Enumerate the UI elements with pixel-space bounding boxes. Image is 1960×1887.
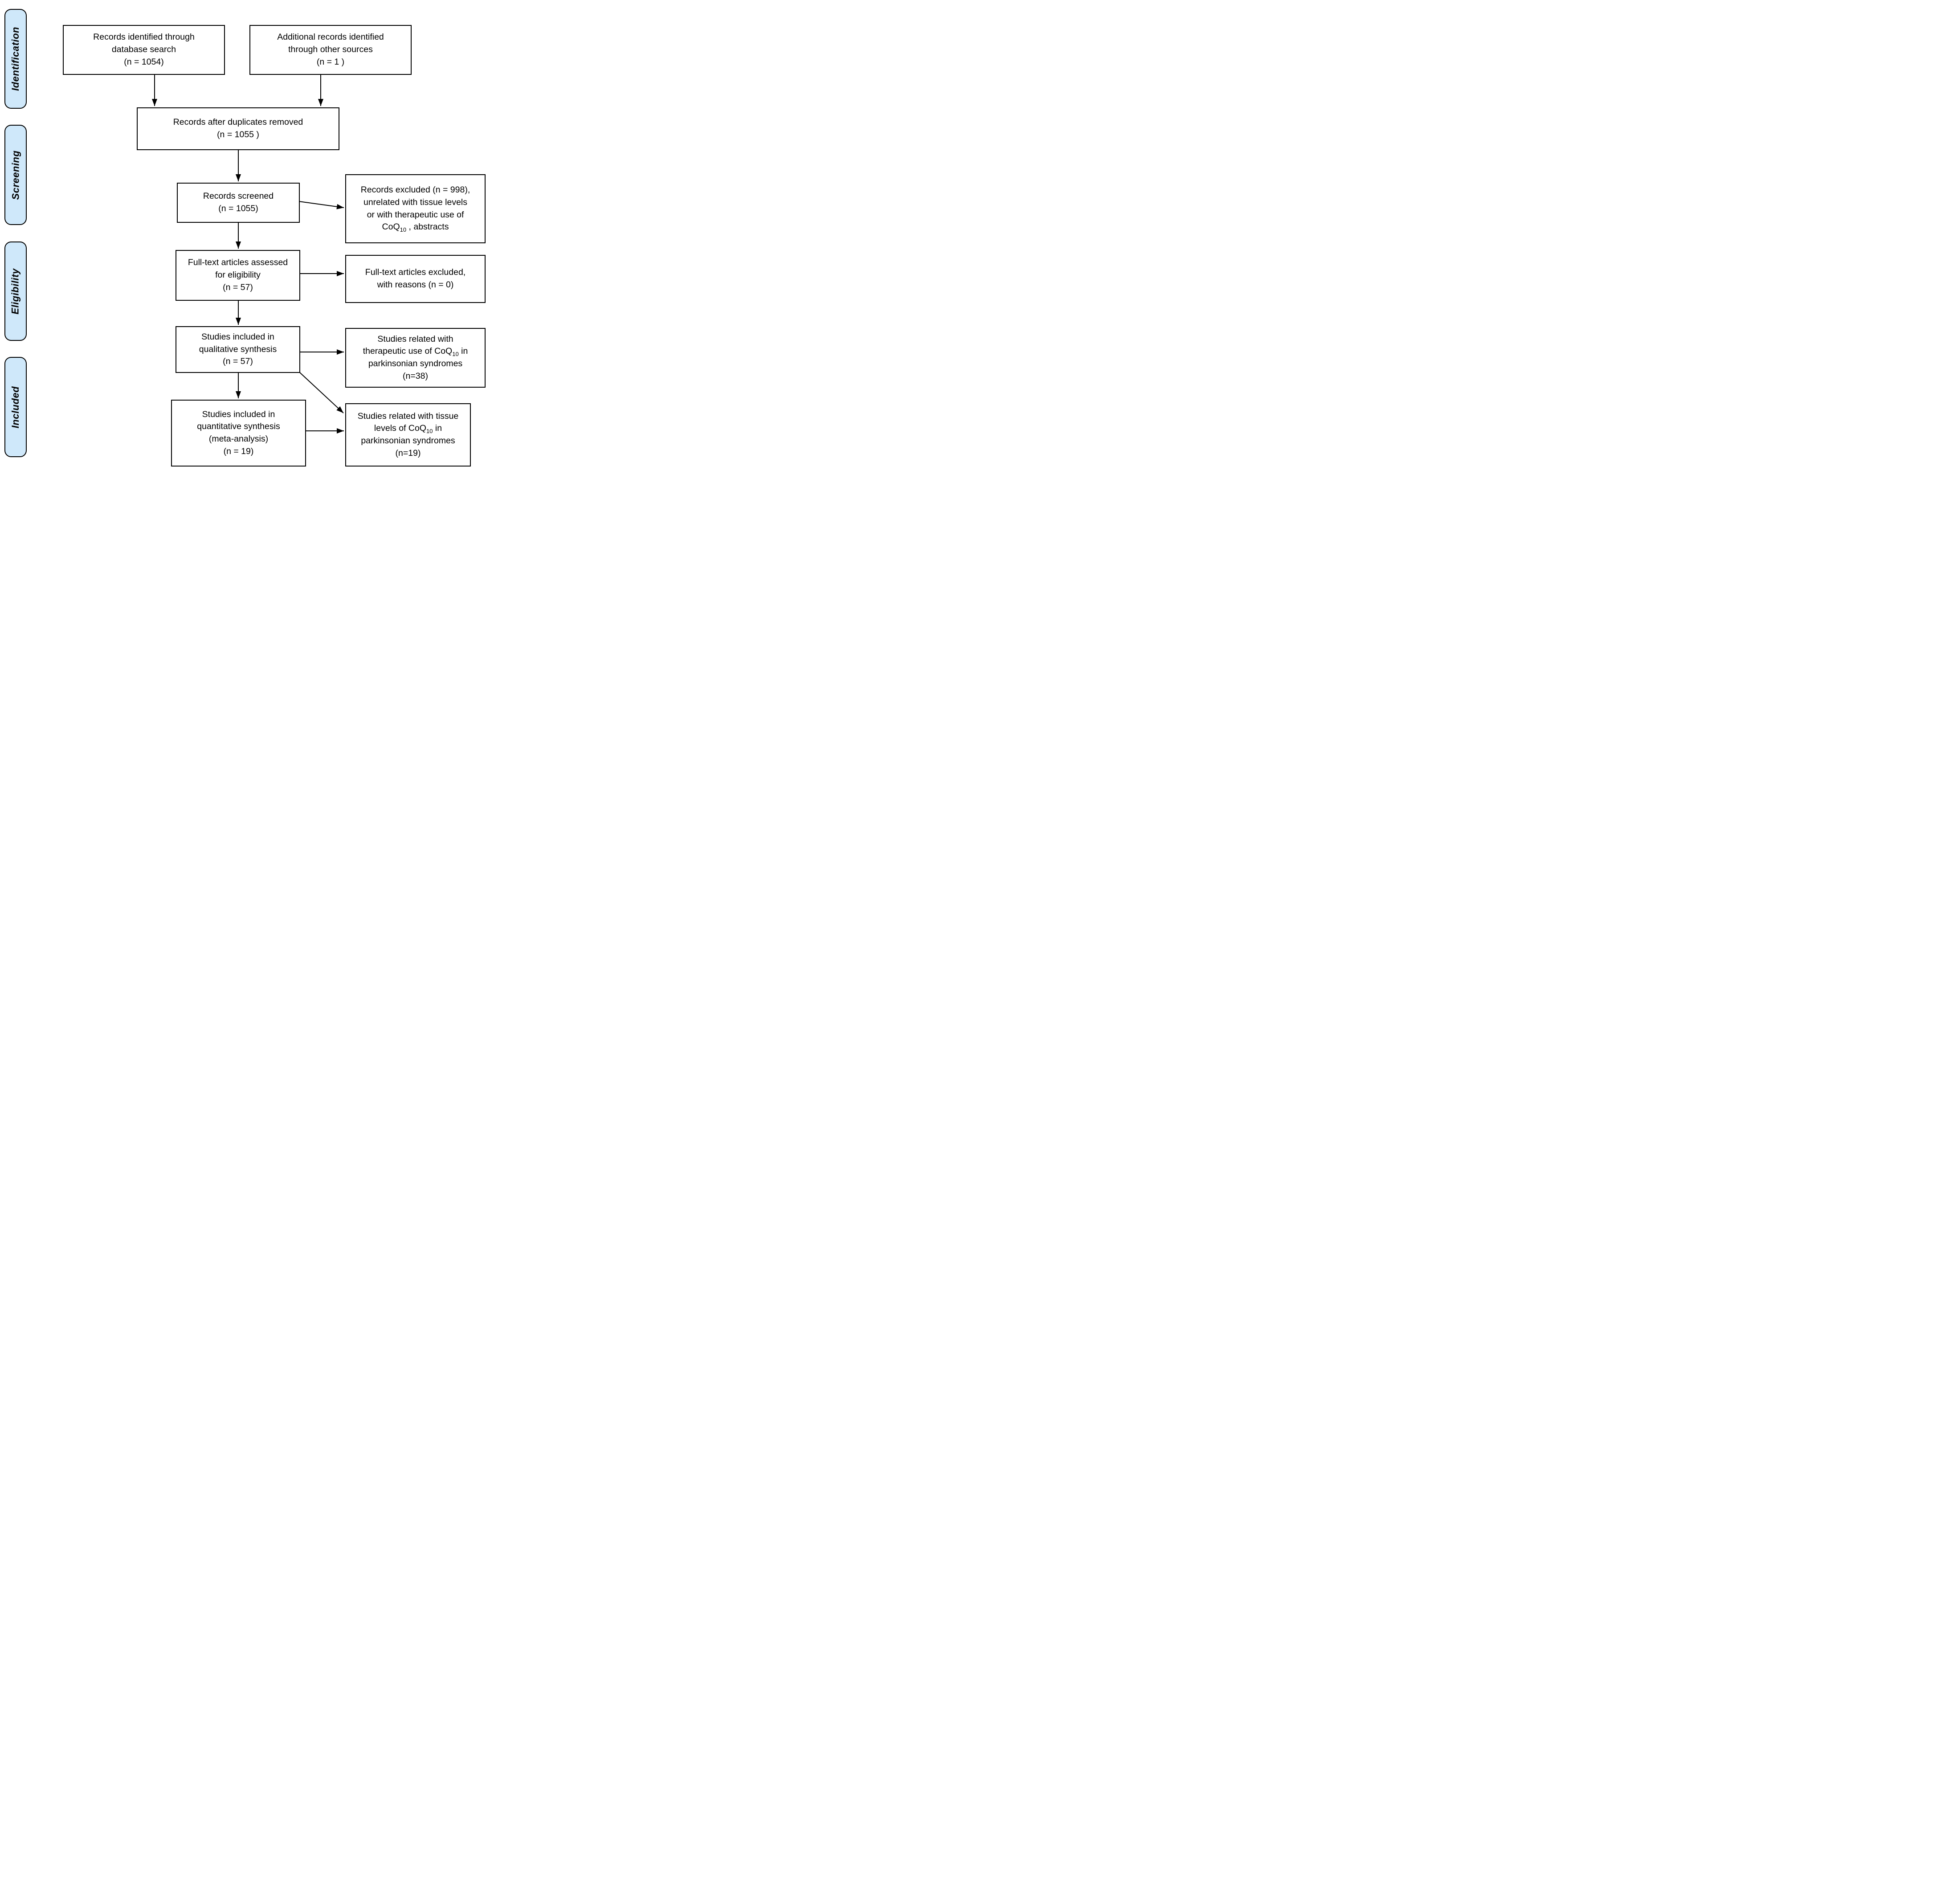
box-text-line: qualitative synthesis xyxy=(199,344,277,354)
box-text-line: Studies included in xyxy=(202,409,275,419)
box-text-line: database search xyxy=(111,45,176,55)
box-text-line: Records identified through xyxy=(93,32,195,42)
box-qualitative-synthesis: Studies included in qualitative synthesi… xyxy=(176,326,300,373)
box-text-line: (n = 1 ) xyxy=(316,57,345,67)
box-records-screened: Records screened (n = 1055) xyxy=(177,183,300,223)
box-text-line: Studies related with xyxy=(377,334,453,344)
box-text-line: Records after duplicates removed xyxy=(173,117,303,127)
box-text-line: parkinsonian syndromes xyxy=(361,436,455,446)
coq-text: , abstracts xyxy=(406,222,449,232)
box-text-line: (n = 1054) xyxy=(124,57,164,67)
box-text-line: (n = 57) xyxy=(223,356,253,367)
box-text-line: quantitative synthesis xyxy=(197,422,280,432)
box-records-identified: Records identified through database sear… xyxy=(63,25,225,75)
box-text-line: through other sources xyxy=(288,45,373,55)
stage-label-text: Included xyxy=(10,386,21,428)
prisma-flow-diagram: Identification Screening Eligibility Inc… xyxy=(0,0,490,472)
box-text-line: Studies included in xyxy=(201,332,274,342)
coq-subscript: 10 xyxy=(452,351,459,358)
stage-label-text: Identification xyxy=(10,27,21,91)
box-tissue-related: Studies related with tissue levels of Co… xyxy=(345,403,471,467)
box-text-line: with reasons (n = 0) xyxy=(377,280,454,290)
coq-text: levels of CoQ xyxy=(374,423,426,434)
coq-subscript: 10 xyxy=(426,428,433,435)
box-text-line: CoQ10 , abstracts xyxy=(382,221,449,233)
box-text-line: (meta-analysis) xyxy=(208,434,269,444)
arrow-qualitative-to-tissue xyxy=(299,372,344,413)
coq-subscript: 10 xyxy=(400,226,407,233)
box-text-line: (n=19) xyxy=(395,448,421,458)
box-text-line: levels of CoQ10 in xyxy=(374,422,442,435)
stage-label-eligibility: Eligibility xyxy=(4,242,27,341)
box-text-line: (n = 1055) xyxy=(218,204,258,213)
coq-text: in xyxy=(433,423,442,434)
box-text-line: Additional records identified xyxy=(277,32,384,42)
flow-arrows xyxy=(152,75,344,434)
stage-label-included: Included xyxy=(4,357,27,457)
box-text-line: (n=38) xyxy=(403,371,428,381)
box-text-line: (n = 1055 ) xyxy=(217,130,259,139)
box-quantitative-synthesis: Studies included in quantitative synthes… xyxy=(171,400,306,467)
coq-text: therapeutic use of CoQ xyxy=(363,346,453,356)
box-text-line: unrelated with tissue levels xyxy=(363,197,468,207)
box-additional-records: Additional records identified through ot… xyxy=(249,25,412,75)
stage-label-text: Eligibility xyxy=(10,268,21,315)
box-text-line: Full-text articles assessed xyxy=(188,258,288,268)
arrow-screened-to-excluded xyxy=(298,201,344,209)
box-fulltext-assessed: Full-text articles assessed for eligibil… xyxy=(176,250,300,301)
box-fulltext-excluded: Full-text articles excluded, with reason… xyxy=(345,255,486,303)
coq-text: CoQ xyxy=(382,222,400,232)
box-text-line: Full-text articles excluded, xyxy=(365,267,466,278)
stage-label-identification: Identification xyxy=(4,9,27,109)
box-text-line: therapeutic use of CoQ10 in xyxy=(363,345,468,358)
stage-label-screening: Screening xyxy=(4,125,27,225)
box-text-line: Records screened xyxy=(203,191,274,201)
box-records-after-duplicates: Records after duplicates removed (n = 10… xyxy=(137,107,339,150)
box-text-line: (n = 57) xyxy=(223,282,253,292)
box-records-excluded: Records excluded (n = 998), unrelated wi… xyxy=(345,174,486,243)
box-therapeutic-related: Studies related with therapeutic use of … xyxy=(345,328,486,388)
box-text-line: for eligibility xyxy=(215,270,261,280)
box-text-line: Records excluded (n = 998), xyxy=(360,185,470,195)
box-text-line: parkinsonian syndromes xyxy=(368,359,463,368)
stage-label-text: Screening xyxy=(10,150,21,200)
box-text-line: (n = 19) xyxy=(223,446,254,456)
box-text-line: or with therapeutic use of xyxy=(367,209,464,220)
coq-text: in xyxy=(458,346,468,356)
box-text-line: Studies related with tissue xyxy=(357,411,459,421)
